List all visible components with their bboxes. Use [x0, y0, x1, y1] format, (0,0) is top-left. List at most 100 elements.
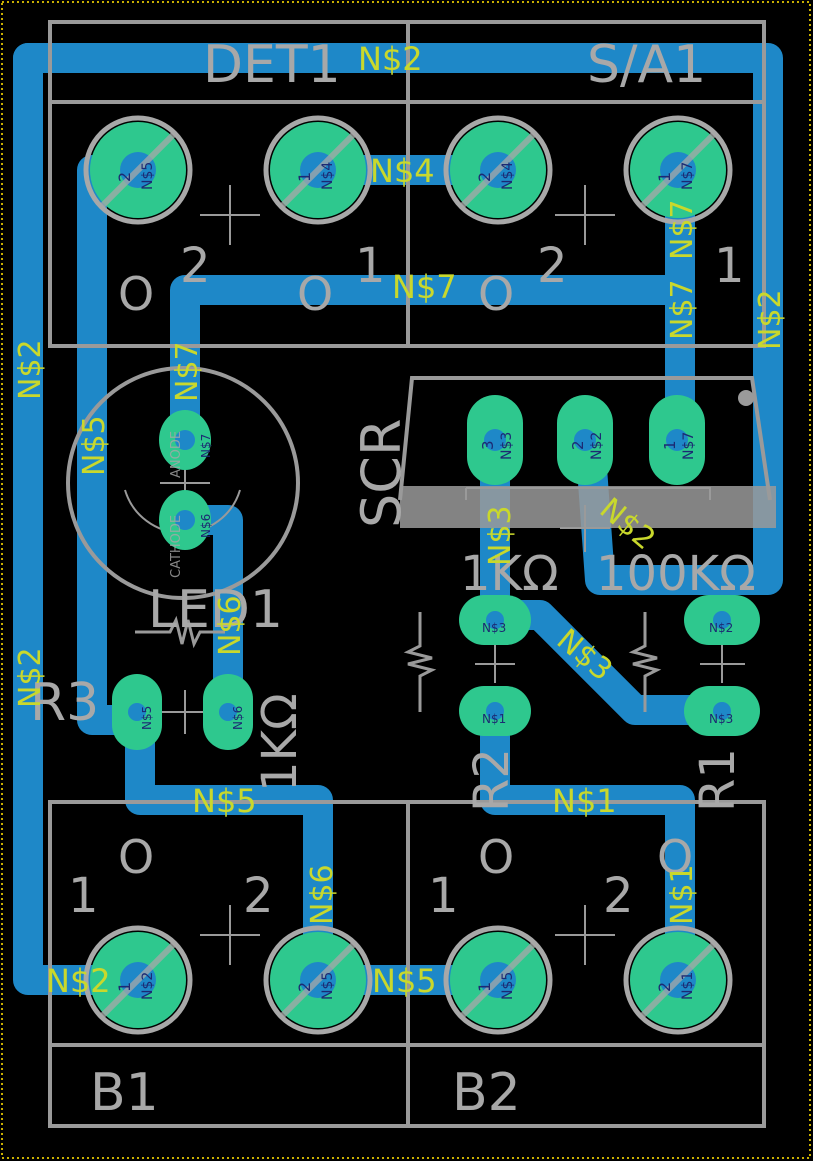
pad-pin-number: 1	[115, 982, 134, 992]
drill	[484, 429, 506, 451]
net-label-n3-scr: N$3	[483, 505, 518, 566]
pad-net-label: N$2	[709, 621, 733, 635]
r2-crosshair	[475, 645, 515, 683]
pad-net-label: N$2	[140, 972, 156, 1000]
net-label-n2-right: N$2	[753, 289, 788, 350]
label-r1-value: 100KΩ	[596, 546, 756, 602]
pad-pin-numbers: 2 1 2 1 1 2 1 2 3 2 1	[115, 172, 679, 992]
pad-pin-number: 3	[479, 440, 497, 450]
pad-pin-number: 1	[475, 982, 494, 992]
label-r1: R1	[690, 748, 746, 812]
trace-n3	[480, 425, 735, 725]
drill	[175, 510, 195, 530]
pin-number: 1	[68, 868, 99, 924]
pad-net-label: N$4	[500, 162, 516, 190]
b2-outline	[406, 800, 766, 1128]
sa1-outline	[406, 20, 766, 348]
net-label-n1-b2: N$1	[665, 864, 700, 925]
net-label-n2-bottom: N$2	[46, 962, 111, 1000]
drill	[219, 703, 237, 721]
silkscreen	[48, 20, 776, 1128]
net-label-n6-led: N$6	[213, 595, 248, 656]
scr-tab	[400, 486, 776, 528]
drill	[128, 703, 146, 721]
label-scr: SCR	[350, 418, 413, 528]
drill	[175, 430, 195, 450]
net-labels: N$2 N$4 N$7 N$2 N$7 N$7 N$2 N$5 N$7 N$6 …	[13, 40, 788, 1000]
pad-net-label: N$6	[231, 706, 245, 730]
crosshair-b2	[555, 905, 615, 965]
pin1-marker: O	[118, 267, 154, 321]
pad-net-label: N$7	[680, 162, 696, 190]
component-labels: DET1 S/A1 B1 B2 SCR LED1 R3 1KΩ R2 1KΩ R…	[30, 35, 756, 1123]
pin-number: 1	[428, 868, 459, 924]
pad-net-label: N$3	[482, 621, 506, 635]
label-sa1: S/A1	[587, 35, 706, 95]
pad-pin-number: 2	[475, 172, 494, 182]
screw-ring	[443, 925, 553, 1035]
crosshair-det1	[200, 185, 260, 245]
pin-number: 2	[537, 238, 568, 294]
screw-ring	[263, 115, 373, 225]
drill	[486, 611, 504, 629]
pad-pin-number: 2	[655, 982, 674, 992]
label-r2: R2	[464, 748, 520, 812]
pin-number: 1	[355, 238, 386, 294]
net-label-n7-mid: N$7	[392, 268, 457, 306]
pad-pin-number: 1	[295, 172, 314, 182]
scr-crosshair	[560, 505, 610, 552]
pad-net-label: N$5	[500, 972, 516, 1000]
pad-net-label: N$3	[709, 712, 733, 726]
pin-number: 1	[714, 238, 745, 294]
pin1-marker: O	[478, 267, 514, 321]
terminal-pin-numbers: 2 1 2 1 1 2 1 2 O O O O O O	[68, 238, 745, 924]
net-label-n7-led: N$7	[170, 341, 205, 402]
trace-n2-outer	[13, 43, 783, 595]
pad-net-label: N$3	[499, 432, 515, 460]
net-label-n5-left: N$5	[77, 415, 112, 476]
screw-ring	[83, 115, 193, 225]
net-label-n5-mid: N$5	[192, 782, 257, 820]
pin-number: 2	[243, 868, 274, 924]
net-label-n7-right: N$7	[665, 279, 700, 340]
pad-net-label: N$7	[199, 434, 213, 458]
net-label-n2-top: N$2	[358, 40, 423, 78]
pin1-marker: O	[118, 830, 154, 884]
screw-ring	[263, 925, 373, 1035]
label-det1: DET1	[203, 35, 341, 95]
led1-cathode-label: CATHODE	[169, 515, 184, 578]
net-label-n7-right2: N$7	[665, 199, 700, 260]
scr-outline	[398, 376, 772, 501]
pad-net-label: N$5	[140, 162, 156, 190]
net-label-n2-left-low: N$2	[13, 647, 48, 708]
pin1-marker: O	[657, 830, 693, 884]
led1-outline	[66, 366, 300, 600]
pin-number: 2	[603, 868, 634, 924]
pad-small-labels: N$5 N$4 N$4 N$7 N$2 N$5 N$5 N$1 N$3 N$2 …	[140, 162, 733, 1000]
label-r2-value: 1KΩ	[460, 546, 559, 602]
scr-inner-bracket	[465, 487, 711, 500]
net-label-n5-bottom: N$5	[372, 962, 437, 1000]
pad-net-label: N$5	[320, 972, 336, 1000]
scr-pin1-dot	[738, 390, 754, 406]
pad-net-label: N$7	[681, 432, 697, 460]
screw-ring	[83, 925, 193, 1035]
drill	[666, 429, 688, 451]
led1-anode-label: ANODE	[169, 431, 184, 478]
r3-zigzag	[135, 615, 225, 649]
net-label-n1-mid: N$1	[552, 782, 617, 820]
label-r3-value: 1KΩ	[252, 693, 308, 792]
screw-ring	[443, 115, 553, 225]
trace-n7	[170, 155, 695, 455]
pad-pin-number: 1	[655, 172, 674, 182]
net-label-n6-b1: N$6	[305, 864, 340, 925]
pad-net-label: N$1	[482, 712, 506, 726]
label-led1: LED1	[148, 580, 283, 640]
screw-slash	[97, 129, 719, 1021]
drill	[574, 429, 596, 451]
crosshair-b1	[200, 905, 260, 965]
pad-net-label: N$2	[589, 432, 605, 460]
screw-ring	[623, 115, 733, 225]
